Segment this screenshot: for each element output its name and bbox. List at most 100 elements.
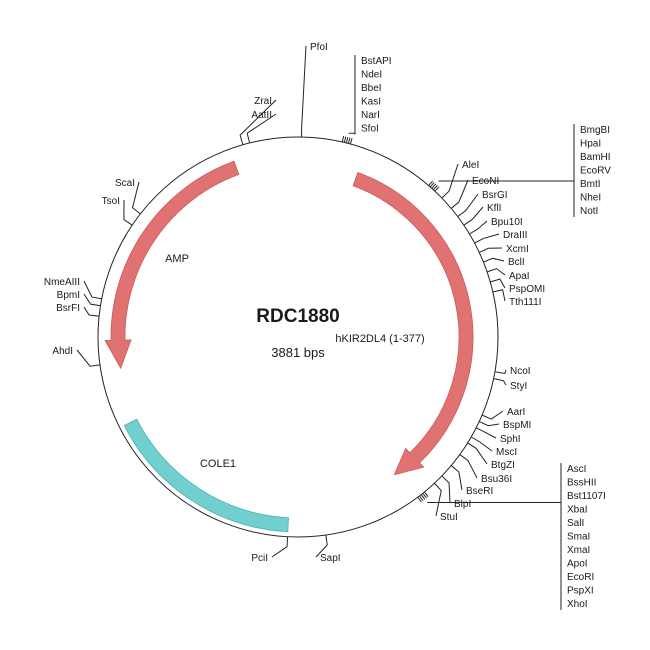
site-label-xhoi: XhoI [567,599,588,610]
site-bcli: BclI [483,257,525,268]
site-label-bseri: BseRI [466,486,493,497]
site-draiii: DraIII [474,230,527,244]
site-bsu36i: Bsu36I [459,454,512,485]
site-tick [428,180,433,186]
site-label-msci: MscI [496,447,517,458]
site-label-zrai: ZraI [254,96,272,107]
site-pcii: PciI [251,536,289,564]
site-tick [431,183,437,189]
site-leader [315,534,328,558]
site-leader [470,436,493,452]
site-leader [123,199,133,226]
site-label-xcmi: XcmI [506,244,529,255]
site-tth111i: Tth111I [492,289,541,308]
plasmid-size: 3881 bps [271,345,325,360]
site-tick [347,137,351,144]
site-label-bst1107i: Bst1107I [567,491,606,502]
site-label-bpmi: BpmI [57,290,80,301]
site-leader [474,233,500,244]
site-leader [486,268,506,276]
site-tick [429,182,435,188]
site-pfoi: PfoI [300,42,328,138]
site-label-ndei: NdeI [361,70,382,81]
site-label-pfoi: PfoI [310,42,328,53]
site-leader [271,536,289,558]
feature-hkir2dl4-1-377: hKIR2DL4 (1-377) [335,172,474,476]
site-bspmi: BspMI [479,420,531,431]
site-aari: AarI [481,407,525,420]
site-label-bmti: BmtI [580,179,601,190]
site-sapi: SapI [315,534,341,564]
site-ahdi: AhdI [52,346,101,367]
site-bsrgi: BsrGI [457,190,508,218]
site-alei: AleI [441,160,479,199]
site-label-xmai: XmaI [567,545,590,556]
site-bpmi: BpmI [57,290,101,307]
site-tick [341,136,345,143]
site-tick [422,492,427,499]
site-cluster-bracket [427,463,562,610]
site-label-ecorv: EcoRV [580,166,611,177]
site-label-asci: AscI [567,464,586,475]
site-stui: StuI [434,482,458,523]
site-kfli: KflI [463,203,501,226]
site-leader [441,163,459,199]
site-label-styi: StyI [510,381,527,392]
site-pspomi: PspOMI [490,278,545,295]
site-label-smai: SmaI [567,532,590,543]
site-sphi: SphI [475,427,521,445]
site-leader [441,475,451,504]
site-label-bsshii: BssHII [567,478,596,489]
site-label-sapi: SapI [320,553,341,564]
site-leader [83,306,100,317]
site-label-apoi: ApoI [567,559,588,570]
feature-arrow-amp [104,160,240,370]
feature-arrow-hkir2dl4-1-377 [352,172,474,476]
plasmid-name: RDC1880 [256,306,339,327]
site-leader [239,99,277,145]
site-label-xbai: XbaI [567,505,588,516]
site-label-econi: EcoNI [472,176,499,187]
site-label-bpu10i: Bpu10I [491,217,523,228]
site-tick [343,136,347,143]
site-leader [493,378,507,386]
site-styi: StyI [493,378,527,392]
site-label-sali: SalI [567,518,584,529]
site-tick [419,495,424,501]
site-leader [457,193,479,218]
site-blpi: BlpI [441,475,471,510]
site-cluster-bracket [348,55,356,135]
site-leader [469,220,488,235]
site-apai: ApaI [486,268,530,282]
site-leader [83,280,102,300]
site-leader [475,427,497,439]
site-leader [300,45,307,138]
site-tick [433,185,438,191]
site-leader [434,482,442,517]
site-leader [450,465,463,491]
site-label-bcli: BclI [508,257,525,268]
site-label-bsu36i: Bsu36I [481,474,512,485]
site-label-apai: ApaI [509,271,530,282]
site-label-alei: AleI [462,160,479,171]
site-leader [467,442,488,465]
features-layer: hKIR2DL4 (1-377) AMP COLE1 [104,160,474,533]
feature-band-cole1 [123,418,289,533]
feature-cole1: COLE1 [123,418,289,533]
site-label-blpi: BlpI [454,499,471,510]
site-leader [463,206,484,226]
feature-label-cole1: COLE1 [200,458,236,470]
site-cluster-bracket [438,124,575,217]
feature-label-amp: AMP [165,253,189,265]
site-label-bmgbi: BmgBI [580,125,610,136]
site-tick [349,138,353,145]
site-bpu10i: Bpu10I [469,217,523,235]
site-label-bamhi: BamHI [580,152,611,163]
site-label-tsoi: TsoI [102,196,120,207]
site-label-bspmi: BspMI [503,420,531,431]
site-tick [434,186,440,192]
site-label-ahdi: AhdI [52,346,73,357]
site-label-scai: ScaI [115,178,135,189]
site-label-bstapi: BstAPI [361,56,392,67]
